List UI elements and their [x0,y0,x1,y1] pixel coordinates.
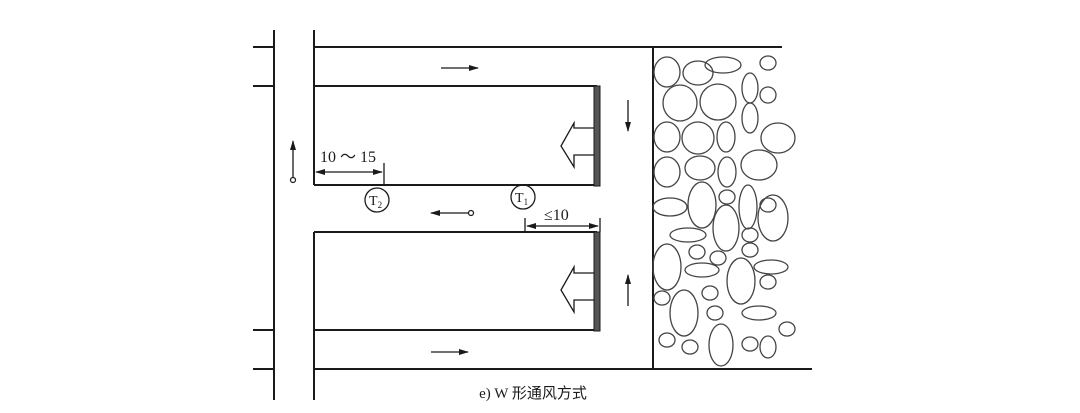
rock [684,155,716,181]
rock [741,102,759,134]
dimension-left: 10 ～ 15 [315,149,385,185]
rock [717,156,737,188]
rock [740,149,778,181]
dimension-right: ≤10 [524,207,601,232]
rock [753,259,789,275]
rock [741,305,777,321]
sensor-t1: T1 [510,184,536,210]
working-face-upper [593,85,601,187]
airflow-arrows [289,65,631,355]
rock [699,83,737,121]
rock [653,56,681,88]
rock [658,332,676,348]
rock [669,227,707,243]
figure-caption: e) W 形通风方式 [479,385,587,402]
rock [687,181,717,229]
rock [706,305,724,321]
rock [716,121,736,153]
svg-text:T1: T1 [515,191,528,207]
rock [704,56,742,74]
rock [741,227,759,243]
rock [759,335,777,359]
rock [778,321,796,337]
rock [738,184,758,230]
rock [741,336,759,352]
dimension-left-label: 10 ～ 15 [320,149,376,166]
rock [688,244,706,260]
rock [681,339,699,355]
svg-text:T2: T2 [369,194,382,210]
rock [669,289,699,337]
rock [759,274,777,290]
rock [684,262,720,278]
rock [741,242,759,258]
rock [652,243,682,291]
rock [708,323,734,367]
rock [759,86,777,104]
rock [760,122,796,154]
rock [759,197,777,213]
rock [653,121,681,153]
sensor-t2: T2 [364,187,390,213]
rock [681,121,715,155]
rock [652,197,688,217]
rock [662,84,698,122]
rock [653,290,671,306]
rock [726,257,756,305]
advance-arrow-upper-icon [560,120,594,170]
rock [682,60,714,86]
dimension-right-label: ≤10 [544,207,569,224]
rock [759,55,777,71]
advance-arrow-lower-icon [560,264,594,315]
goaf-rock-fill [652,55,796,367]
rock [757,194,789,242]
rock [741,72,759,104]
rock [718,189,736,205]
rock [701,285,719,301]
working-face-lower [593,231,601,332]
rock [712,204,740,252]
rock [709,250,727,266]
rock [653,156,681,188]
roadway-walls [253,30,812,400]
